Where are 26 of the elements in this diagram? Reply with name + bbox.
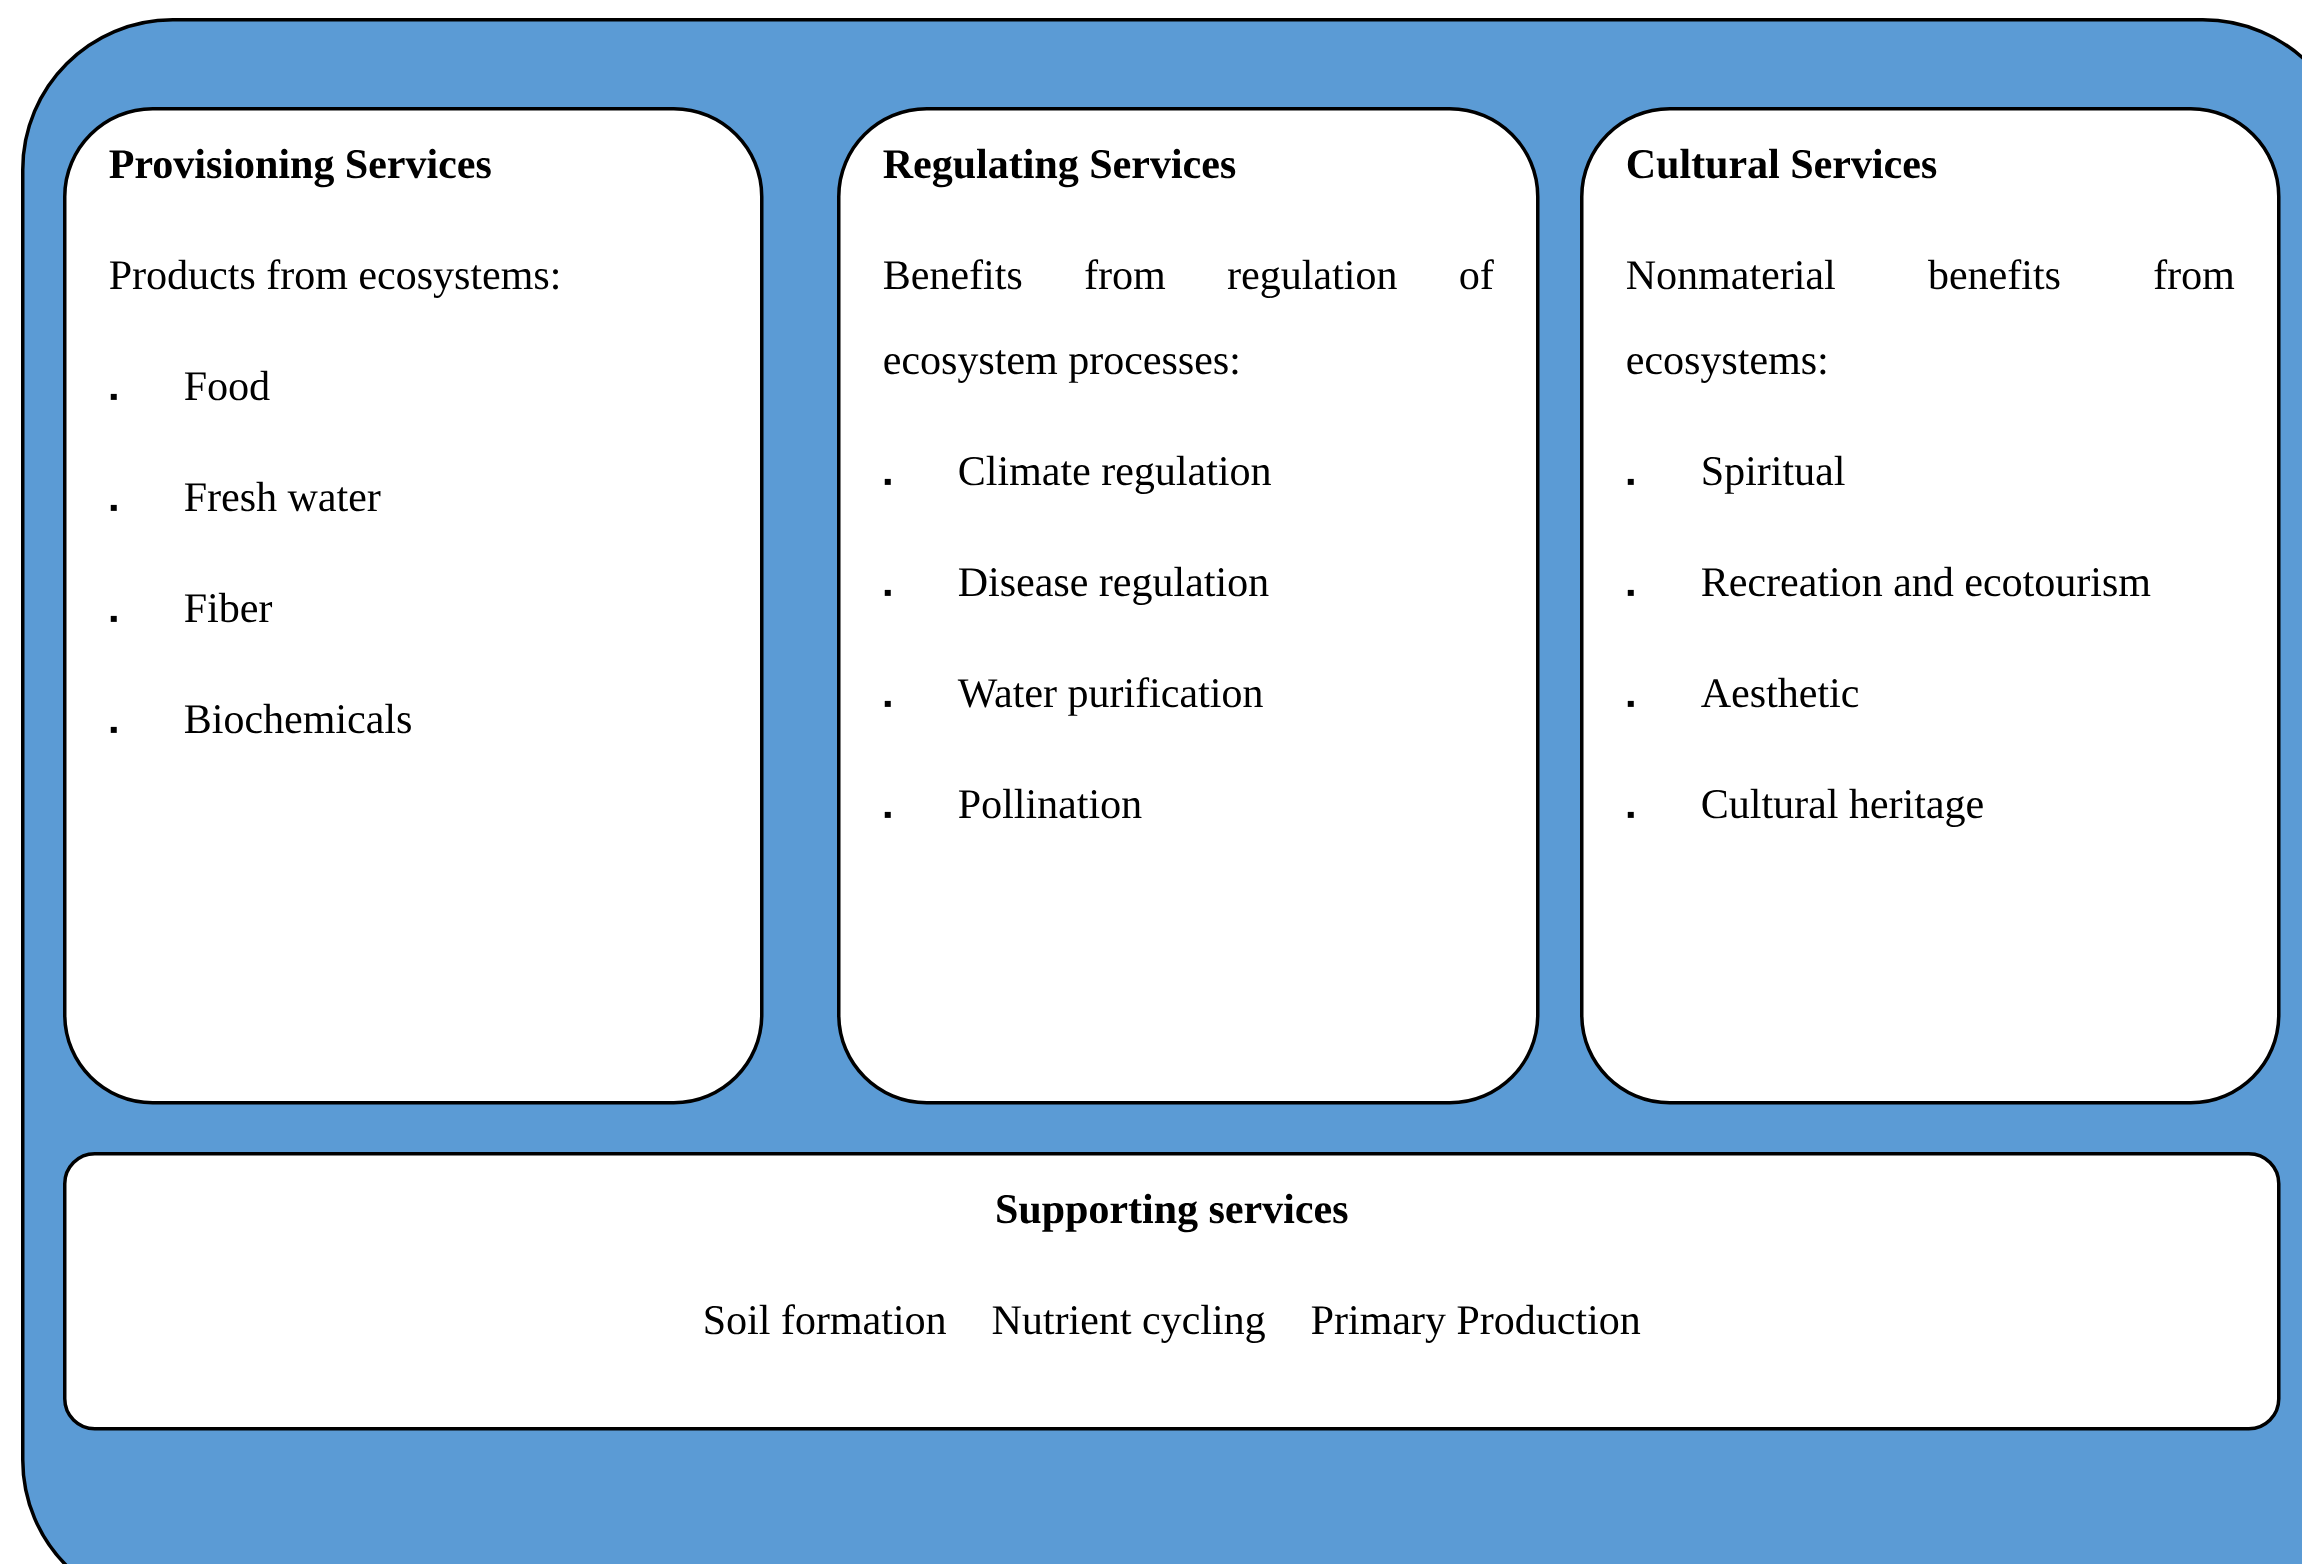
bullet-item: Food bbox=[110, 370, 270, 401]
bullet-item: Biochemicals bbox=[110, 703, 411, 734]
description-text: Benefits from regulation of ecosystem processes: bbox=[883, 259, 1494, 383]
bullet-item: Spiritual bbox=[1627, 455, 1845, 494]
bullet-item: Recreation and ecotourism bbox=[1627, 566, 2151, 597]
list-item: Primary Production bbox=[1311, 1304, 1641, 1343]
bullet-item: Water purification bbox=[884, 677, 1263, 716]
description-text: Nonmaterial benefits from ecosystems: bbox=[1627, 259, 2235, 383]
services-band bbox=[63, 1152, 2281, 1431]
bullet-item: Climate regulation bbox=[884, 455, 1271, 494]
description-text: Products from ecosystems: bbox=[109, 259, 558, 298]
section-heading: Regulating Services bbox=[883, 148, 1236, 188]
service-box bbox=[1580, 107, 2281, 1105]
section-heading: Supporting services bbox=[997, 1193, 1348, 1233]
list-item: Nutrient cycling bbox=[992, 1304, 1265, 1343]
service-box bbox=[63, 107, 764, 1105]
bullet-item: Disease regulation bbox=[884, 566, 1269, 605]
bullet-item: Aesthetic bbox=[1627, 677, 1859, 708]
list-item: Soil formation bbox=[705, 1304, 946, 1335]
bullet-item: Fresh water bbox=[110, 481, 381, 512]
bullet-item: Cultural heritage bbox=[1627, 788, 1983, 827]
service-box bbox=[837, 107, 1540, 1105]
section-heading: Provisioning Services bbox=[109, 148, 491, 188]
bullet-item: Pollination bbox=[884, 788, 1142, 819]
bullet-item: Fiber bbox=[110, 592, 273, 623]
section-heading: Cultural Services bbox=[1627, 148, 1937, 179]
